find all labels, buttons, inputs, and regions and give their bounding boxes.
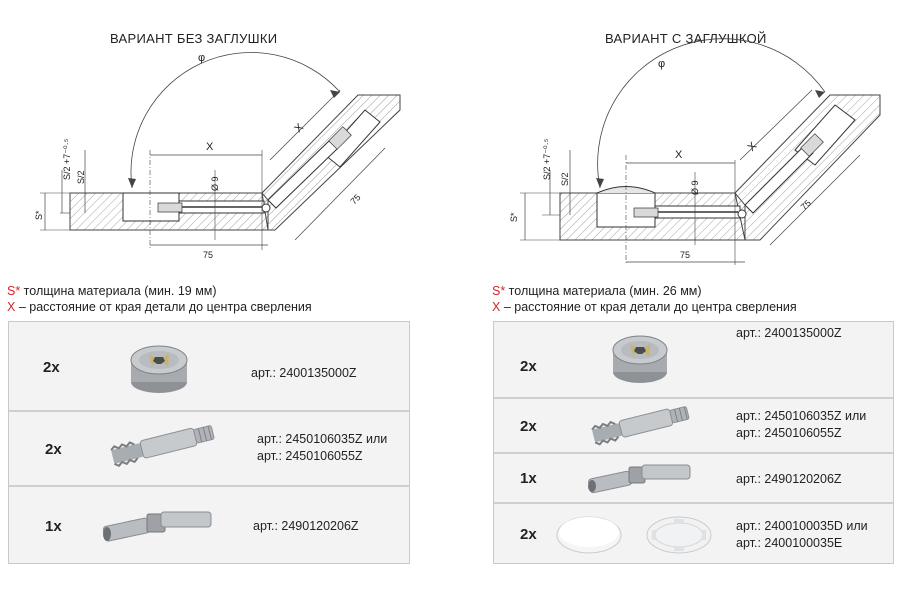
right-row4-qty: 2x xyxy=(520,526,537,543)
right-cam-housing-image xyxy=(612,335,668,383)
right-s-mark: S* xyxy=(492,284,506,298)
left-s-half-label: S/2 xyxy=(76,170,86,184)
left-row2-art: арт.: 2450106035Z или арт.: 2450106055Z xyxy=(257,432,388,463)
right-cover-caps-image xyxy=(556,516,712,554)
left-x-horizontal-label: X xyxy=(206,141,214,153)
left-s-text: толщина материала (мин. 19 мм) xyxy=(20,284,217,298)
right-row1-art: арт.: 2400135000Z xyxy=(736,326,842,340)
right-s-text: толщина материала (мин. 26 мм) xyxy=(505,284,702,298)
left-phi-label: φ xyxy=(198,52,205,64)
right-s-half-plus-label: S/2 +7⁻⁰·⁵ xyxy=(542,138,552,180)
right-row4-art: арт.: 2400100035D или арт.: 2400100035E xyxy=(736,519,868,550)
left-technical-drawing: φ X X Ø 9 75 75 S/2 +7⁻⁰·⁵ S/2 S* xyxy=(34,52,401,260)
right-title: ВАРИАНТ С ЗАГЛУШКОЙ xyxy=(605,31,767,46)
right-x-text: – расстояние от края детали до центра св… xyxy=(500,300,797,314)
left-legend: S* толщина материала (мин. 19 мм) X – ра… xyxy=(7,283,312,315)
left-d9-label: Ø 9 xyxy=(210,176,220,191)
right-technical-drawing: φ X X Ø 9 75 75 S/2 +7⁻⁰·⁵ S/2 S* xyxy=(509,38,881,265)
right-angled-panel xyxy=(734,94,881,241)
right-row2-qty: 2x xyxy=(520,418,537,435)
left-s-star-label: S* xyxy=(34,210,44,220)
left-row1-qty: 2x xyxy=(43,359,60,376)
right-d9-label: Ø 9 xyxy=(690,180,700,195)
left-hinged-connector-image xyxy=(102,511,212,542)
right-angle-arc xyxy=(597,38,826,189)
right-x-horizontal-label: X xyxy=(675,149,683,161)
right-x-angled-label: X xyxy=(746,140,760,154)
left-x-mark: X xyxy=(7,300,16,314)
left-75-bottom-label: 75 xyxy=(203,250,213,260)
right-legend: S* толщина материала (мин. 26 мм) X – ра… xyxy=(492,283,797,315)
left-angle-arc xyxy=(130,52,341,189)
right-row3-art: арт.: 2490120206Z xyxy=(736,472,842,486)
right-75-bottom-label: 75 xyxy=(680,250,690,260)
left-s-mark: S* xyxy=(7,284,21,298)
right-parts-table: 2x арт.: 2400135000Z 2x арт.: 2450106035… xyxy=(493,321,894,564)
left-x-text: – расстояние от края детали до центра св… xyxy=(15,300,312,314)
right-row3-qty: 1x xyxy=(520,470,537,487)
left-cam-housing-image xyxy=(130,345,188,393)
right-row2-art: арт.: 2450106035Z или арт.: 2450106055Z xyxy=(736,409,867,440)
left-dowel-pin-image xyxy=(110,425,215,468)
left-row3-art: арт.: 2490120206Z xyxy=(253,519,359,533)
right-dowel-pin-image xyxy=(591,406,690,446)
left-title: ВАРИАНТ БЕЗ ЗАГЛУШКИ xyxy=(110,31,278,46)
left-s-half-plus-label: S/2 +7⁻⁰·⁵ xyxy=(62,138,72,180)
right-hinged-connector-image xyxy=(588,464,691,494)
right-75-angled-label: 75 xyxy=(799,198,813,212)
right-s-star-label: S* xyxy=(509,212,519,222)
right-s-half-label: S/2 xyxy=(560,172,570,186)
left-parts-table: 2x арт.: 2400135000Z 2x арт.: 2450106035… xyxy=(8,321,410,564)
left-row1-art: арт.: 2400135000Z xyxy=(251,366,357,380)
right-row1-qty: 2x xyxy=(520,358,537,375)
left-row2-qty: 2x xyxy=(45,441,62,458)
left-row3-qty: 1x xyxy=(45,518,62,535)
right-phi-label: φ xyxy=(658,58,665,70)
right-x-mark: X xyxy=(492,300,501,314)
